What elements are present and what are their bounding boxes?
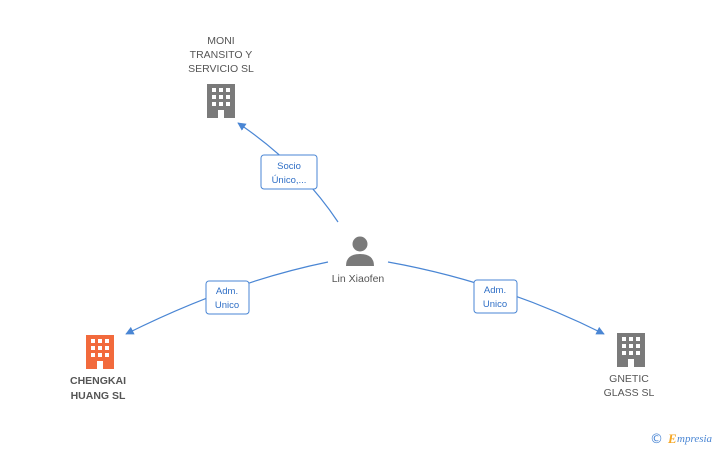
edge-label-line: Unico — [215, 300, 239, 311]
node-label-line: GLASS SL — [604, 387, 655, 399]
person-icon — [346, 236, 374, 266]
brand-watermark: © E mpresia — [650, 431, 713, 447]
node-label-line: SERVICIO SL — [188, 63, 254, 75]
edge-label-line: Adm. — [216, 286, 238, 297]
brand-name: mpresia — [677, 433, 713, 445]
edge-label-line: Adm. — [484, 285, 506, 296]
node-label-line: MONI — [207, 35, 234, 47]
node-chengkai-huang[interactable]: CHENGKAI HUANG SL — [70, 335, 126, 402]
node-label-line: GNETIC — [609, 373, 649, 385]
edge-label-adm-unico-right[interactable]: Adm. Unico — [473, 279, 518, 314]
node-label-line: HUANG SL — [71, 390, 126, 402]
edge-label-socio-unico[interactable]: Socio Único,... — [260, 154, 318, 190]
edge-label-line: Único,... — [272, 175, 307, 186]
building-icon — [86, 335, 114, 369]
edge-label-adm-unico-left[interactable]: Adm. Unico — [205, 280, 250, 315]
edge-label-line: Socio — [277, 161, 301, 172]
copyright-symbol: © — [650, 432, 663, 447]
building-icon — [617, 333, 645, 367]
node-moni-transito[interactable]: MONI TRANSITO Y SERVICIO SL — [188, 35, 254, 118]
node-label: Lin Xiaofen — [332, 273, 385, 285]
node-label-line: TRANSITO Y — [190, 49, 253, 61]
brand-logo-initial: E — [667, 431, 677, 446]
node-person[interactable]: Lin Xiaofen — [332, 236, 385, 286]
node-gnetic-glass[interactable]: GNETIC GLASS SL — [604, 333, 655, 399]
node-label-line: CHENGKAI — [70, 375, 126, 387]
building-icon — [207, 84, 235, 118]
edge-label-line: Unico — [483, 299, 507, 310]
